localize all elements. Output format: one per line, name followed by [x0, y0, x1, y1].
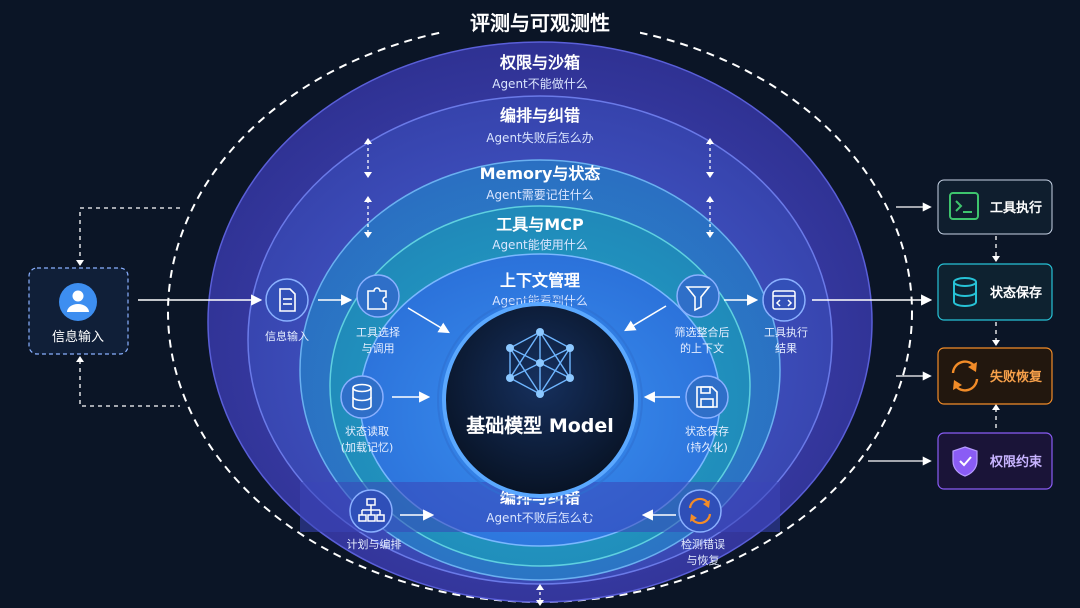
side-tool-exec[interactable]: 工具执行	[937, 179, 1053, 235]
diagram-title: 评测与可观测性	[470, 11, 610, 35]
node-filter[interactable]: 筛选整合后 的上下文	[675, 274, 730, 355]
terminal-icon	[949, 192, 979, 220]
layer-title-memory: Memory与状态	[480, 164, 601, 183]
node-info-input[interactable]: 信息输入	[265, 278, 309, 343]
node-tool-select-label-2: 与调用	[362, 342, 395, 355]
node-tool-result-label-1: 工具执行	[764, 325, 808, 339]
node-state-read[interactable]: 状态读取 (加载记忆)	[340, 375, 394, 454]
node-tool-result-label-2: 结果	[775, 342, 797, 355]
user-icon	[67, 290, 89, 312]
side-permission-label: 权限约束	[989, 454, 1043, 470]
filter-icon	[685, 286, 711, 312]
core-model	[442, 302, 638, 498]
database-icon	[953, 277, 977, 307]
node-detect-label-1: 检测错误	[681, 537, 725, 551]
side-state-save[interactable]: 状态保存	[937, 263, 1053, 321]
database-icon	[352, 383, 372, 411]
flowchart-icon	[358, 498, 385, 522]
layer-link-arrows	[367, 142, 711, 234]
bottom-layer-sub: Agent不败后怎么む	[486, 510, 594, 525]
node-tool-select[interactable]: 工具选择 与调用	[356, 274, 400, 355]
flow-arrows	[138, 294, 933, 521]
node-filter-label-1: 筛选整合后	[675, 325, 730, 339]
layer-title-tools: 工具与MCP	[496, 215, 584, 234]
node-state-read-label-1: 状态读取	[345, 424, 389, 438]
node-state-save-label-2: (持久化)	[686, 440, 728, 454]
document-icon	[279, 288, 296, 312]
node-plan[interactable]: 计划与编排	[347, 489, 402, 551]
layer-title-context: 上下文管理	[500, 271, 580, 290]
layer-sub-orchestrate: Agent失败后怎么办	[486, 130, 594, 145]
layer-sub-tools: Agent能使用什么	[492, 237, 588, 252]
node-plan-label: 计划与编排	[347, 537, 402, 551]
layer-sub-memory: Agent需要记住什么	[486, 188, 594, 202]
layer-title-orchestrate: 编排与纠错	[500, 106, 580, 125]
layer-sub-context: Agent能看到什么	[492, 294, 588, 308]
user-avatar	[59, 283, 97, 321]
side-permission[interactable]: 权限约束	[937, 432, 1053, 490]
save-icon	[696, 386, 718, 408]
input-feedback-loop	[79, 207, 180, 407]
node-state-save[interactable]: 状态保存 (持久化)	[685, 375, 729, 454]
layer-sub-sandbox: Agent不能做什么	[492, 76, 588, 91]
node-detect-label-2: 与恢复	[687, 553, 720, 567]
node-state-save-label-1: 状态保存	[685, 424, 729, 438]
node-info-input-label: 信息输入	[265, 329, 309, 343]
refresh-icon	[688, 497, 712, 525]
info-input-box-label: 信息输入	[52, 329, 104, 345]
side-tool-exec-label: 工具执行	[990, 200, 1042, 216]
node-tool-select-label-1: 工具选择	[356, 325, 400, 339]
shield-icon	[952, 446, 978, 477]
puzzle-icon	[367, 287, 387, 310]
node-state-read-label-2: (加载记忆)	[341, 441, 394, 454]
node-filter-label-2: 的上下文	[680, 341, 724, 355]
code-window-icon	[772, 290, 796, 310]
side-failure-recovery-label: 失败恢复	[990, 369, 1043, 385]
layer-title-sandbox: 权限与沙箱	[499, 53, 580, 72]
node-tool-result[interactable]: 工具执行 结果	[762, 278, 808, 355]
side-state-save-label: 状态保存	[990, 285, 1042, 301]
side-failure-recovery[interactable]: 失败恢复	[937, 347, 1053, 405]
core-label: 基础模型 Model	[465, 414, 614, 437]
info-input-box[interactable]: 信息输入	[28, 267, 129, 355]
node-detect[interactable]: 检测错误 与恢复	[678, 489, 725, 567]
side-arrows	[868, 202, 932, 466]
